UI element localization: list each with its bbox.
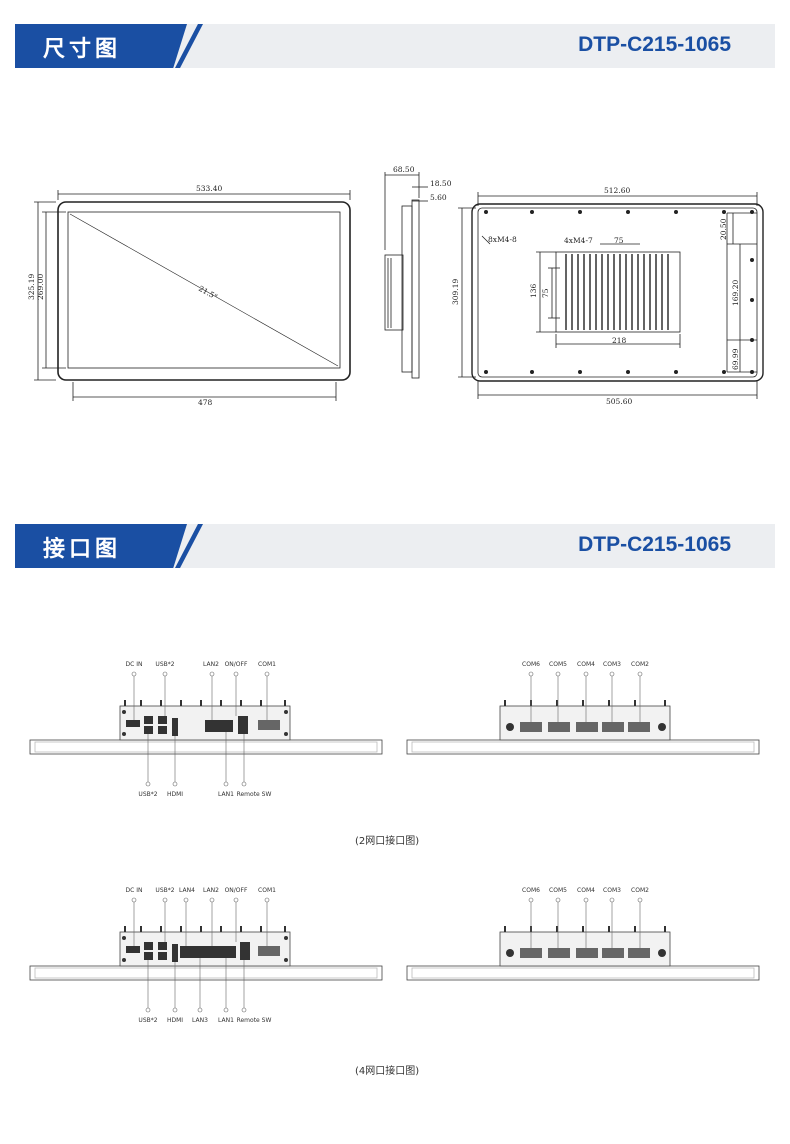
label-com6: COM6 <box>522 887 540 894</box>
dim-box-218: 218 <box>612 336 627 345</box>
front-screen <box>67 211 341 369</box>
dim-screw: 8xM4-8 <box>488 235 517 244</box>
dim-side-a: 18.50 <box>430 179 452 188</box>
label-usb-top: USB*2 <box>155 661 174 668</box>
dim-diagonal: 21.5" <box>197 284 219 302</box>
rear-box <box>555 251 681 333</box>
dim-side-b: 5.60 <box>430 193 447 202</box>
label-hdmi: HDMI <box>167 791 183 798</box>
label-com5: COM5 <box>549 887 567 894</box>
label-lan2: LAN2 <box>203 661 219 668</box>
label-com5: COM5 <box>549 661 567 668</box>
dim-rear-height: 309.19 <box>451 279 460 305</box>
section-title: 接口图 <box>43 537 122 562</box>
dim-front-width: 533.40 <box>196 184 222 193</box>
dim-box-screw: 4xM4-7 <box>564 236 593 245</box>
model-number: DTP-C215-1065 <box>578 533 731 556</box>
label-com3: COM3 <box>603 661 621 668</box>
rear-panel <box>471 203 764 382</box>
label-com6: COM6 <box>522 661 540 668</box>
label-com2: COM2 <box>631 887 649 894</box>
label-hdmi: HDMI <box>167 1017 183 1024</box>
label-com4: COM4 <box>577 661 595 668</box>
label-com1: COM1 <box>258 661 276 668</box>
section-header-interfaces: 接口图 DTP-C215-1065 <box>15 524 775 568</box>
label-usb-top: USB*2 <box>155 887 174 894</box>
section-header-dimensions: 尺寸图 DTP-C215-1065 <box>15 24 775 68</box>
caption-2lan: (2网口接口图) <box>355 836 420 847</box>
side-panel <box>411 199 420 379</box>
label-usb-bottom: USB*2 <box>138 1017 157 1024</box>
label-dc-in: DC IN <box>126 661 143 668</box>
dim-front-height-outer: 325.19 <box>27 274 36 300</box>
dim-box-75w: 75 <box>614 236 624 245</box>
dim-rear-width-top: 512.60 <box>604 186 630 195</box>
rear-screws <box>484 210 754 374</box>
label-lan4: LAN4 <box>179 887 195 894</box>
dim-front-bottom: 478 <box>198 398 213 407</box>
label-dc-in: DC IN <box>126 887 143 894</box>
interface-diagram-4lan: DC IN USB*2 LAN4 LAN2 ON/OFF COM1 USB*2 … <box>29 887 760 1024</box>
label-com2: COM2 <box>631 661 649 668</box>
label-on-off: ON/OFF <box>225 887 248 894</box>
dim-r-2050: 20.50 <box>719 218 728 240</box>
label-remote-sw: Remote SW <box>237 1017 272 1024</box>
model-number: DTP-C215-1065 <box>578 33 731 56</box>
caption-4lan: (4网口接口图) <box>355 1066 420 1077</box>
interface-diagram-2lan: DC IN USB*2 LAN2 ON/OFF COM1 USB*2 HDMI … <box>29 661 760 798</box>
header-tab <box>15 24 187 68</box>
label-lan3: LAN3 <box>192 1017 208 1024</box>
diag-line <box>69 213 339 367</box>
label-com4: COM4 <box>577 887 595 894</box>
label-com3: COM3 <box>603 887 621 894</box>
label-remote-sw: Remote SW <box>237 791 272 798</box>
dim-side-depth: 68.50 <box>393 165 415 174</box>
dim-box-136: 136 <box>529 283 538 298</box>
dimension-drawing: 533.40 325.19 269.00 21.5" 478 68.50 18.… <box>27 165 764 407</box>
label-usb-bottom: USB*2 <box>138 791 157 798</box>
dim-rear-width-bottom: 505.60 <box>606 397 632 406</box>
rear-fins <box>565 254 669 330</box>
dim-front-height-inner: 269.00 <box>36 274 45 300</box>
dim-r-6999: 69.99 <box>731 348 740 370</box>
dim-box-75h: 75 <box>541 288 550 298</box>
dim-r-16920: 169.20 <box>731 280 740 306</box>
header-tab <box>15 524 187 568</box>
label-com1: COM1 <box>258 887 276 894</box>
label-on-off: ON/OFF <box>225 661 248 668</box>
section-title: 尺寸图 <box>43 37 122 62</box>
label-lan1: LAN1 <box>218 791 234 798</box>
label-lan1: LAN1 <box>218 1017 234 1024</box>
side-box <box>384 254 404 331</box>
label-lan2: LAN2 <box>203 887 219 894</box>
front-bezel <box>57 201 351 381</box>
